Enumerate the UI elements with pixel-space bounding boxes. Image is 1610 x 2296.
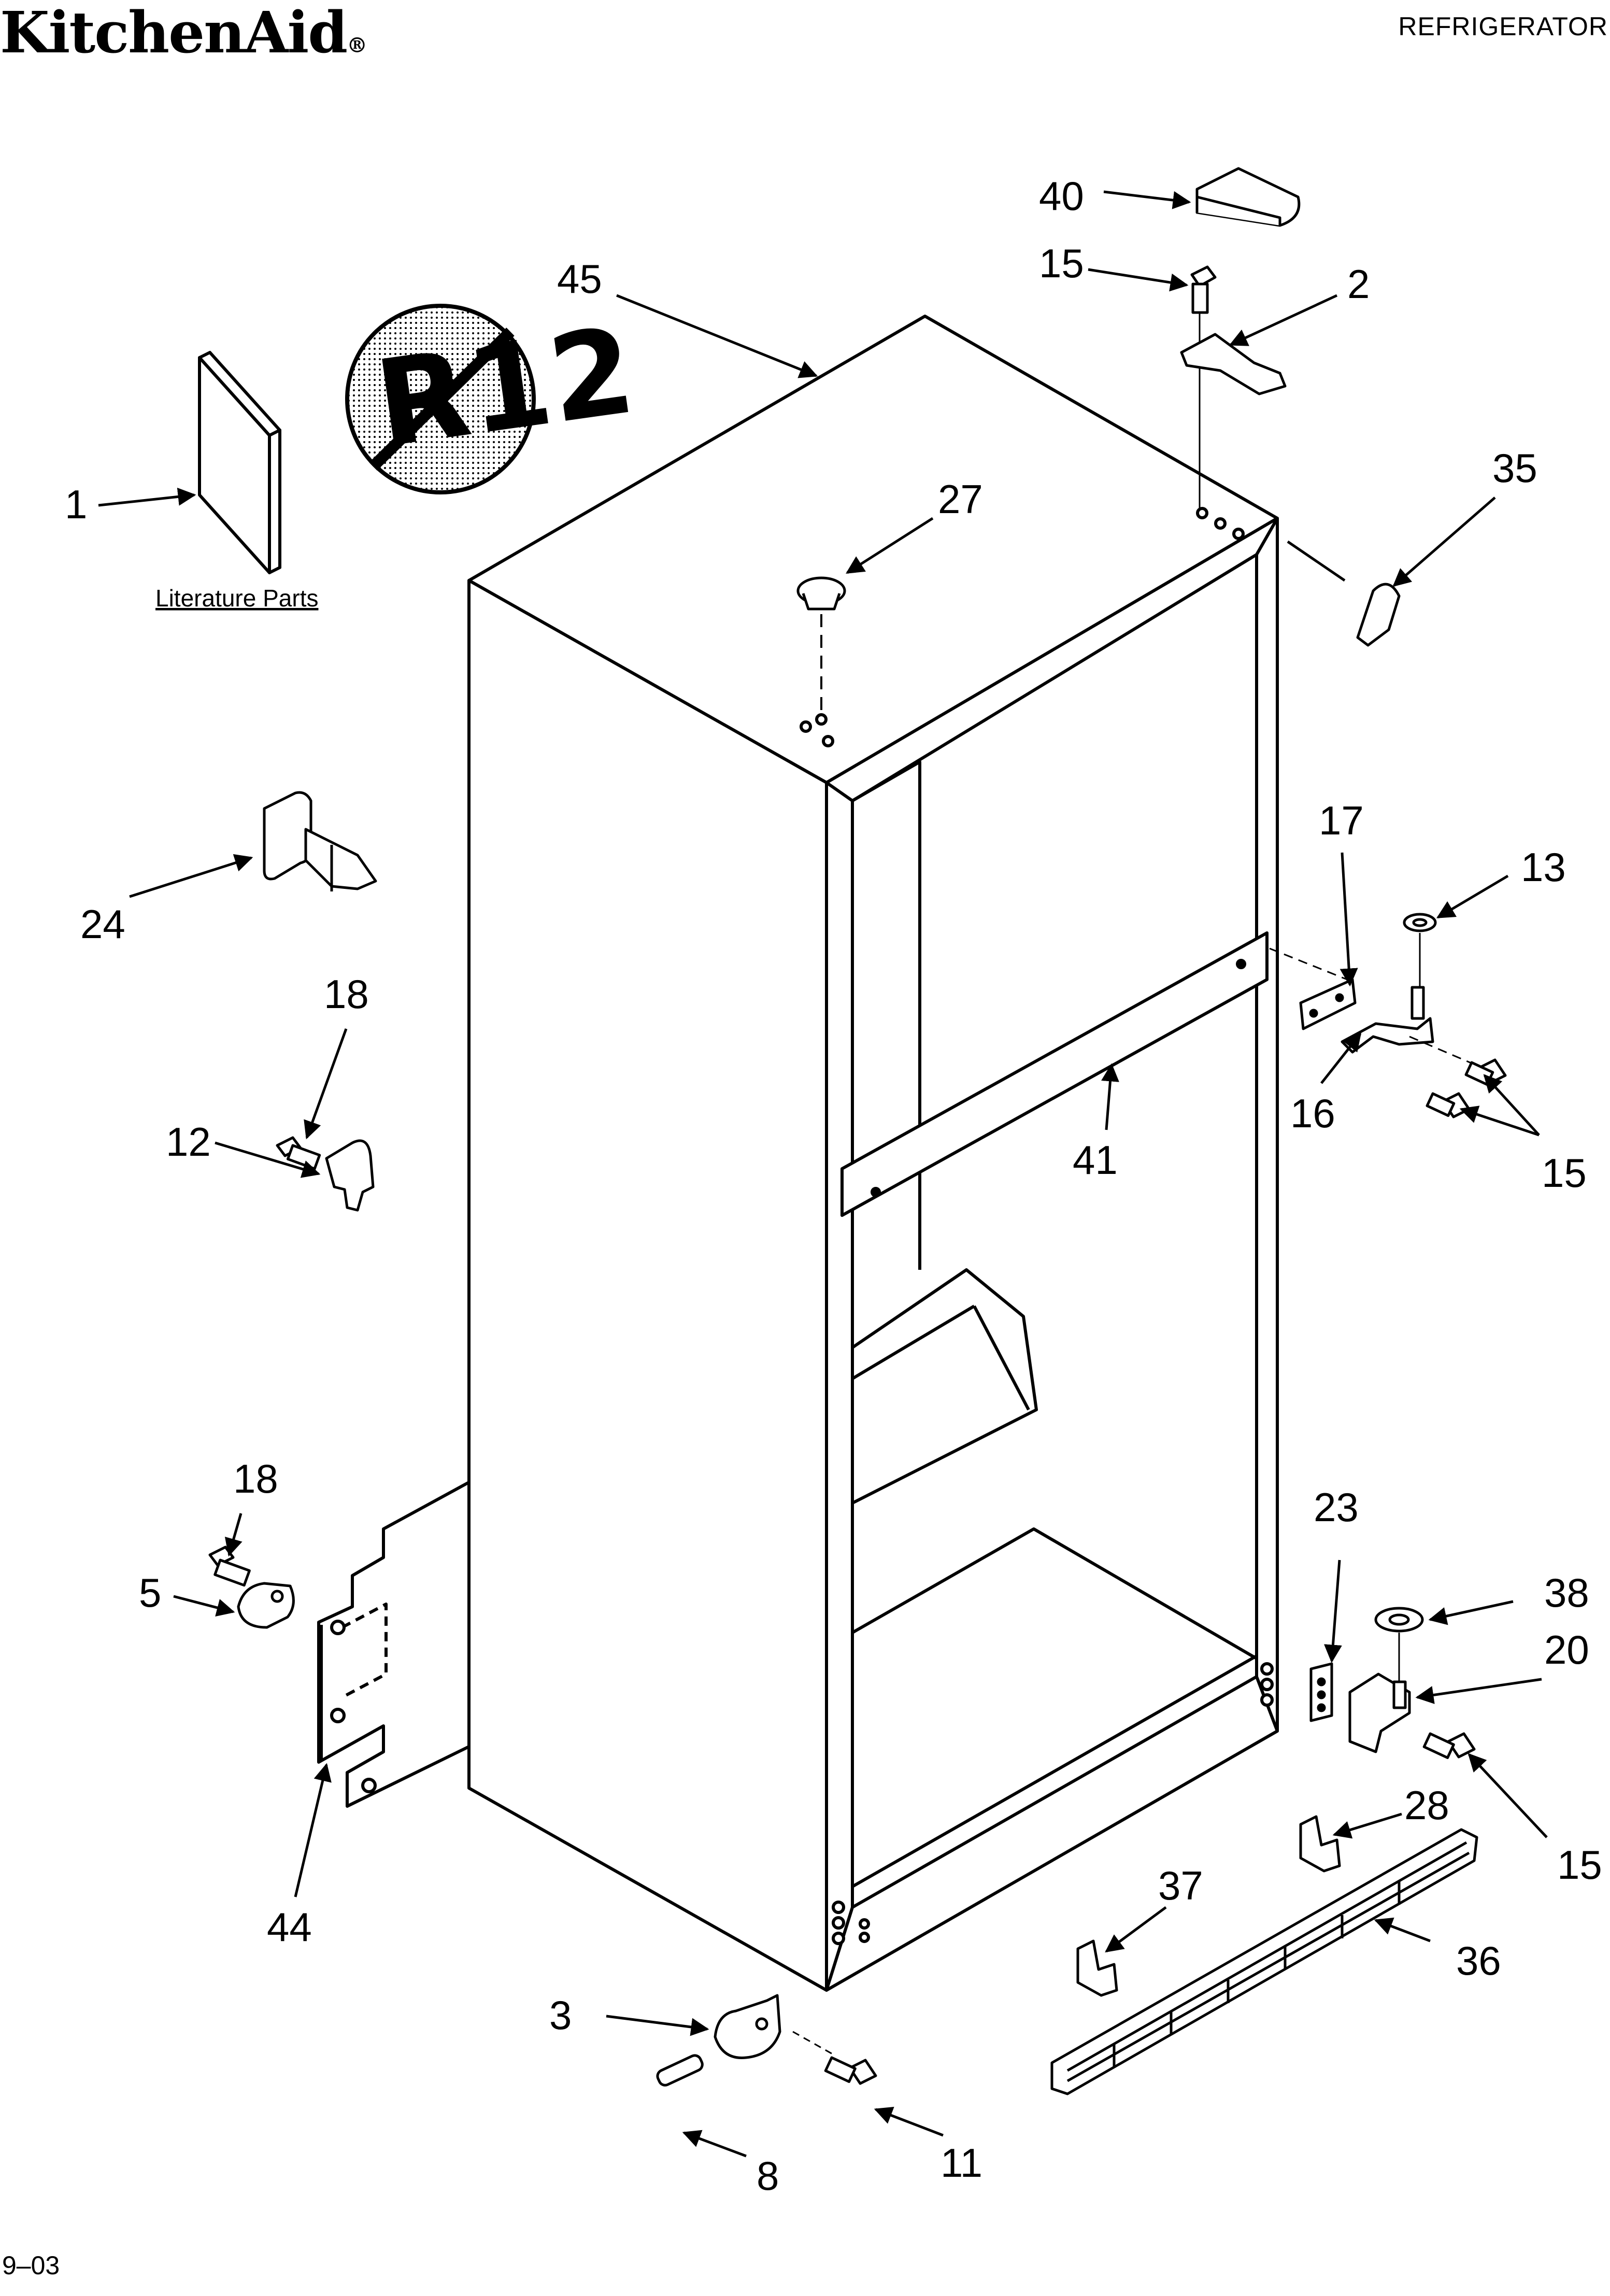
callout-5: 5	[139, 1570, 161, 1615]
center-hinge	[1341, 1017, 1434, 1054]
callout-1: 1	[65, 481, 87, 527]
door-stop-pin	[263, 791, 377, 891]
door-stop-clip	[325, 1139, 375, 1212]
callout-18-lower: 18	[233, 1456, 278, 1501]
callout-13: 13	[1521, 844, 1566, 890]
callout-17: 17	[1319, 798, 1364, 843]
closer-screw	[824, 2056, 877, 2085]
bottom-hinge-screw	[1422, 1732, 1476, 1760]
callout-44: 44	[267, 1904, 312, 1950]
callout-28: 28	[1404, 1782, 1449, 1828]
callout-40: 40	[1039, 173, 1084, 219]
callout-37: 37	[1158, 1863, 1203, 1908]
top-hinge-cap	[1356, 583, 1401, 647]
callout-12: 12	[166, 1119, 211, 1165]
callout-8: 8	[757, 2153, 779, 2199]
callout-27: 27	[938, 476, 983, 522]
top-hinge-screw	[1190, 265, 1217, 314]
brand-registered-mark: ®	[347, 33, 367, 58]
tubing-clamp	[237, 1582, 295, 1629]
callout-23: 23	[1314, 1484, 1359, 1530]
mullion-bar	[840, 931, 1269, 1217]
interior-step	[851, 1268, 1038, 1505]
callout-24: 24	[80, 901, 125, 947]
callout-15-top: 15	[1039, 240, 1084, 286]
center-hinge-shim	[1299, 978, 1357, 1030]
cabinet	[467, 315, 1279, 1992]
callout-35: 35	[1492, 445, 1537, 491]
callout-41: 41	[1073, 1137, 1118, 1183]
callout-11: 11	[941, 2140, 982, 2186]
center-hinge-screws	[1426, 1058, 1507, 1118]
brand-logo: KitchenAid®	[0, 4, 367, 61]
literature-caption: Literature Parts	[155, 585, 318, 612]
callout-16: 16	[1290, 1090, 1335, 1136]
grille-clip-right	[1299, 1815, 1341, 1873]
callout-2: 2	[1347, 261, 1370, 307]
door-closer-cam	[714, 1994, 781, 2059]
callout-15-bottom: 15	[1557, 1842, 1602, 1888]
literature-booklet	[198, 351, 281, 574]
callout-20: 20	[1544, 1627, 1589, 1673]
callout-45: 45	[557, 256, 602, 302]
footer-date-code: 9–03	[2, 2251, 60, 2280]
no-r12-symbol: R12	[345, 302, 643, 494]
callout-36: 36	[1456, 1938, 1501, 1983]
top-hinge	[1180, 333, 1287, 395]
grille-clip-left	[1076, 1939, 1118, 1997]
callout-18-upper: 18	[324, 971, 369, 1017]
brand-name: KitchenAid	[0, 0, 348, 66]
cabinet-left-side	[467, 579, 828, 1992]
callout-38: 38	[1544, 1570, 1589, 1615]
document-title: REFRIGERATOR	[1398, 12, 1608, 41]
rear-panel-bracket	[317, 1481, 471, 1808]
top-bevel-line	[825, 781, 853, 802]
callout-3: 3	[549, 1992, 572, 2038]
callout-15-center: 15	[1542, 1150, 1587, 1196]
hinge-pin	[656, 2054, 704, 2087]
base-grille	[1050, 1828, 1478, 2095]
